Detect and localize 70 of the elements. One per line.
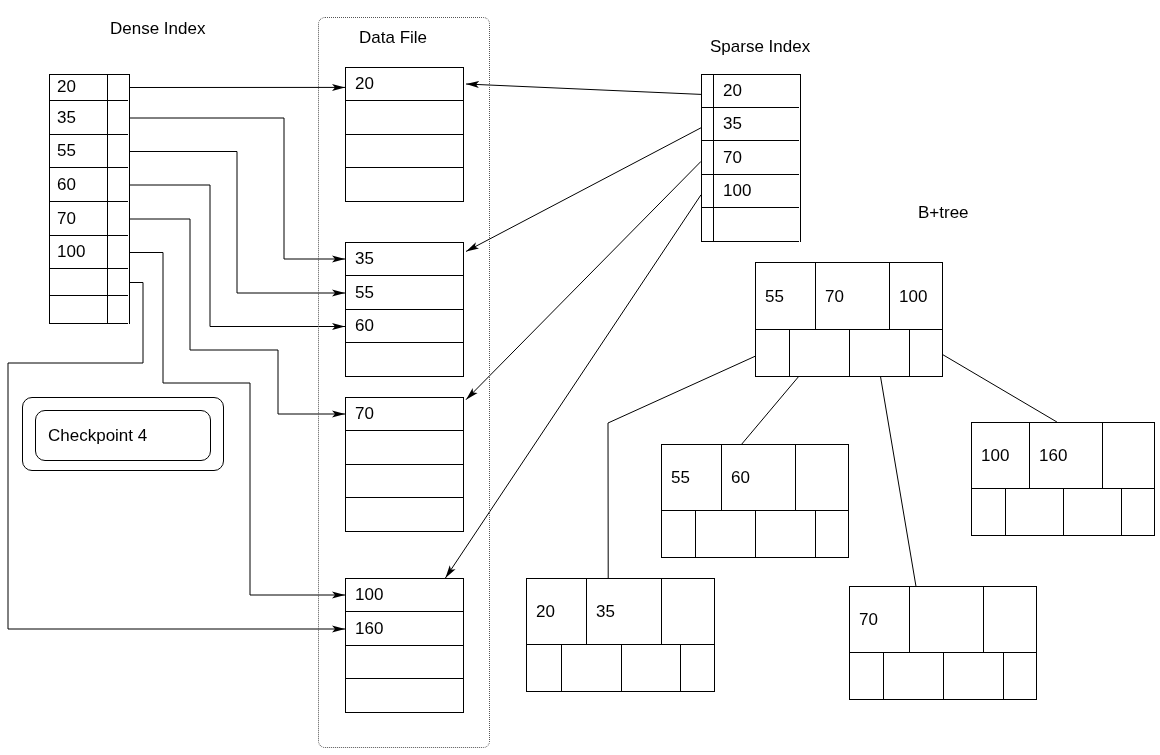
tree-heading: B+tree: [918, 203, 969, 223]
btree-node: [971, 422, 1155, 536]
index-entry: [49, 135, 128, 168]
arrow: [465, 81, 702, 95]
key-value: 100: [57, 242, 86, 262]
key-value: 70: [355, 403, 374, 424]
key-value: 60: [57, 174, 76, 195]
arrow: [465, 127, 702, 252]
key-value: 20: [723, 80, 742, 101]
index-entry: [701, 208, 799, 242]
key-value: 160: [1030, 423, 1103, 489]
index-entry: [49, 296, 128, 324]
key-value: 55: [57, 141, 76, 161]
btree-node: [526, 578, 715, 692]
arrow: [129, 151, 346, 297]
arrow: [465, 160, 702, 401]
btree-node: [661, 444, 849, 558]
table-heading: Dense Index: [110, 19, 206, 39]
data-block: [345, 242, 464, 377]
key-value: 35: [587, 579, 662, 645]
key-value: 100: [723, 181, 752, 201]
index-entry: [49, 101, 128, 135]
key-value: 55: [355, 282, 374, 303]
key-value: 20: [355, 73, 374, 94]
region-heading: Data File: [359, 28, 428, 48]
data-block: [345, 578, 464, 713]
index-entry: [49, 236, 128, 269]
key-value: 100: [355, 584, 384, 605]
index-entry: [49, 269, 128, 296]
key-value: 100: [890, 263, 942, 330]
key-value: 70: [57, 208, 76, 229]
data-block: [345, 397, 464, 532]
key-value: 100: [972, 423, 1030, 489]
key-value: 60: [355, 316, 374, 336]
table-heading: Sparse Index: [710, 37, 811, 57]
arrow: [129, 83, 346, 91]
key-value: 55: [756, 263, 816, 330]
key-value: 70: [723, 147, 742, 168]
checkpoint-label: Checkpoint 4: [35, 410, 211, 461]
checkpoint-frame: [22, 397, 224, 471]
arrow: [129, 184, 346, 330]
key-value: 20: [527, 579, 587, 645]
arrow: [444, 194, 702, 579]
connector-line: [741, 376, 799, 445]
index-entry: [49, 74, 128, 101]
key-value: 60: [722, 445, 796, 511]
connector-line: [607, 355, 756, 579]
key-value: 70: [850, 587, 910, 653]
index-entry: [701, 175, 799, 208]
index-entry: [49, 202, 128, 236]
key-value: 35: [57, 107, 76, 128]
connector-line: [880, 376, 917, 587]
index-entry: [701, 108, 799, 141]
index-entry: [701, 141, 799, 175]
key-value: 55: [662, 445, 722, 511]
key-value: 70: [816, 263, 890, 330]
index-entry: [701, 74, 799, 108]
connector-line: [942, 354, 1058, 423]
key-value: 20: [57, 77, 76, 97]
btree-node: [849, 586, 1037, 700]
btree-node: [755, 262, 943, 377]
arrow: [7, 282, 346, 633]
key-value: 35: [723, 114, 742, 134]
index-entry: [49, 168, 128, 202]
arrow: [129, 218, 346, 418]
key-value: 35: [355, 248, 374, 269]
data-block: [345, 67, 464, 202]
arrow: [129, 252, 346, 599]
key-value: 160: [355, 618, 384, 639]
arrow: [129, 117, 346, 263]
